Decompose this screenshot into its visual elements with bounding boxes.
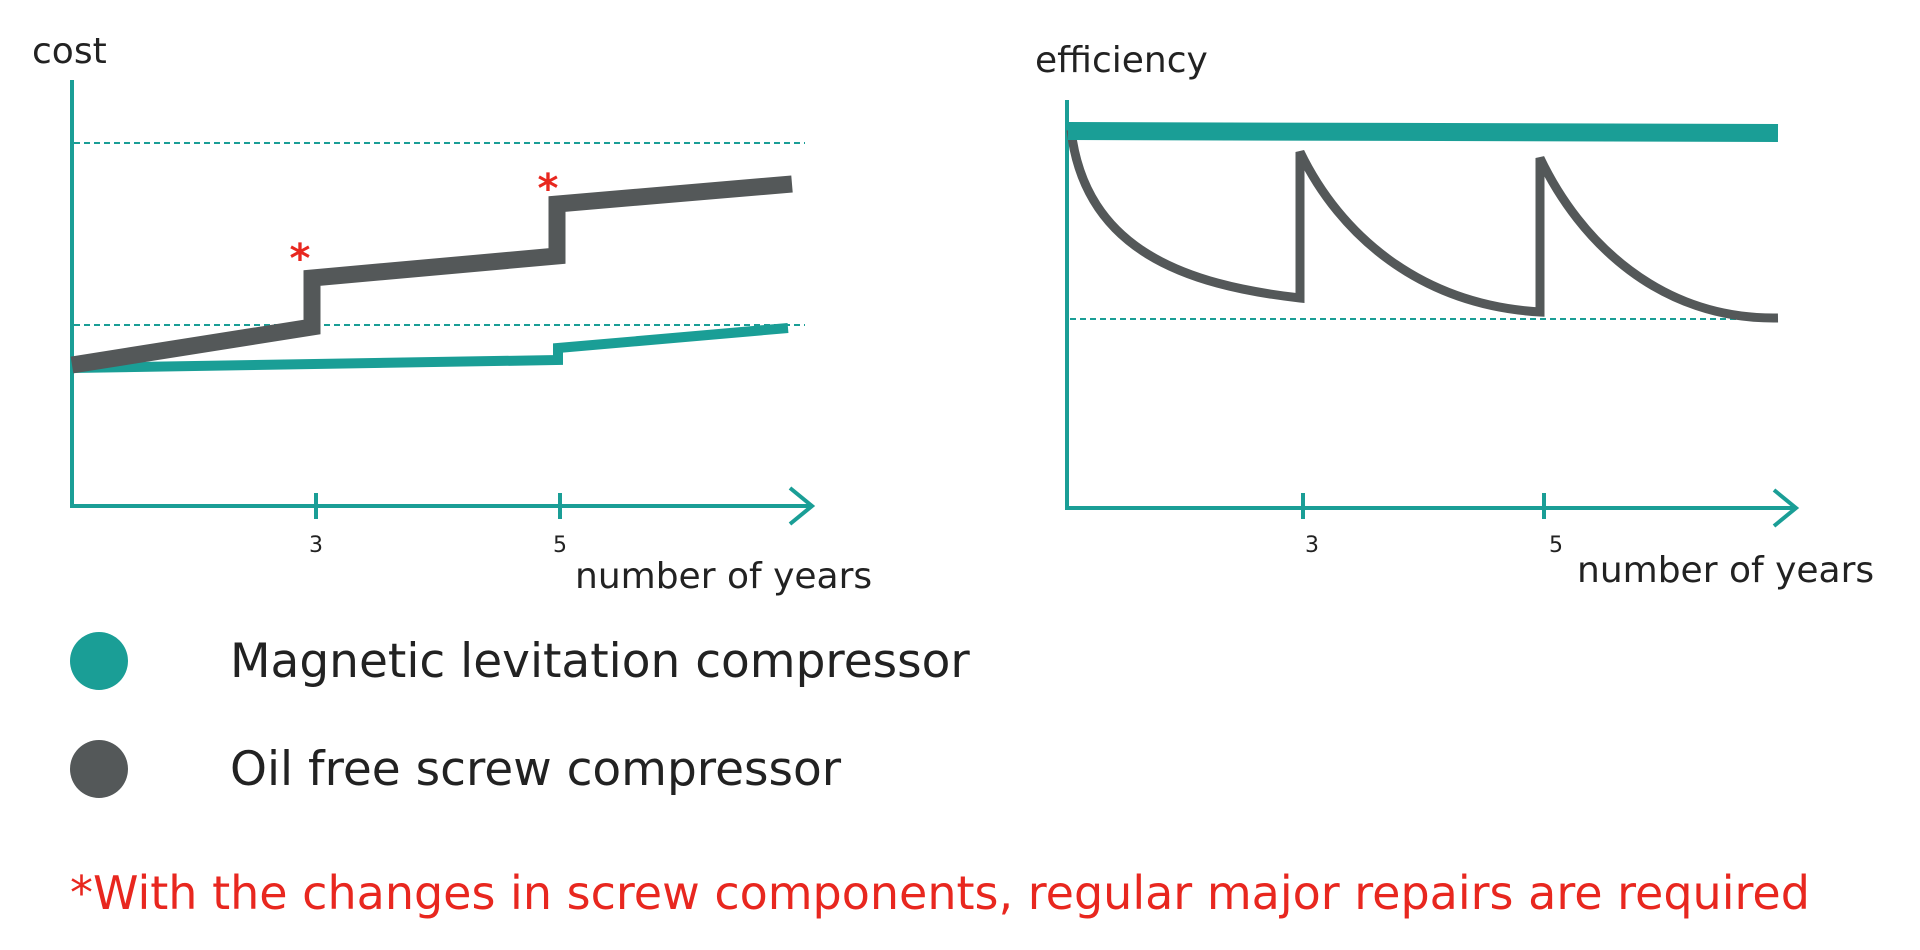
cost-tick-label-3: 3 bbox=[309, 533, 323, 558]
legend-label: Magnetic levitation compressor bbox=[230, 633, 970, 689]
cost-x-axis-title: number of years bbox=[575, 556, 872, 597]
cost-chart: cost number of years 3 5 * * bbox=[32, 31, 872, 597]
efficiency-tick-label-5: 5 bbox=[1549, 533, 1563, 558]
efficiency-x-axis-title: number of years bbox=[1577, 550, 1874, 591]
legend-swatch-teal bbox=[70, 632, 128, 690]
efficiency-x-axis-arrow bbox=[1772, 488, 1800, 528]
legend-swatch-gray bbox=[70, 740, 128, 798]
legend-label: Oil free screw compressor bbox=[230, 741, 842, 797]
efficiency-chart: efficiency number of years 3 5 bbox=[1035, 40, 1874, 591]
footnote: *With the changes in screw components, r… bbox=[70, 866, 1810, 920]
efficiency-tick-label-3: 3 bbox=[1305, 533, 1319, 558]
efficiency-series-oil-free-screw bbox=[1066, 129, 1779, 323]
efficiency-y-axis-title: efficiency bbox=[1035, 40, 1208, 81]
efficiency-series-magnetic-levitation bbox=[1067, 122, 1779, 142]
cost-x-axis-arrow bbox=[788, 486, 816, 526]
cost-series-oil-free-screw bbox=[70, 175, 793, 374]
cost-tick-label-5: 5 bbox=[553, 533, 567, 558]
legend-item-magnetic-levitation: Magnetic levitation compressor bbox=[70, 632, 970, 690]
legend-item-oil-free-screw: Oil free screw compressor bbox=[70, 740, 841, 798]
cost-y-axis-title: cost bbox=[32, 31, 107, 72]
cost-series-magnetic-levitation bbox=[71, 323, 789, 373]
